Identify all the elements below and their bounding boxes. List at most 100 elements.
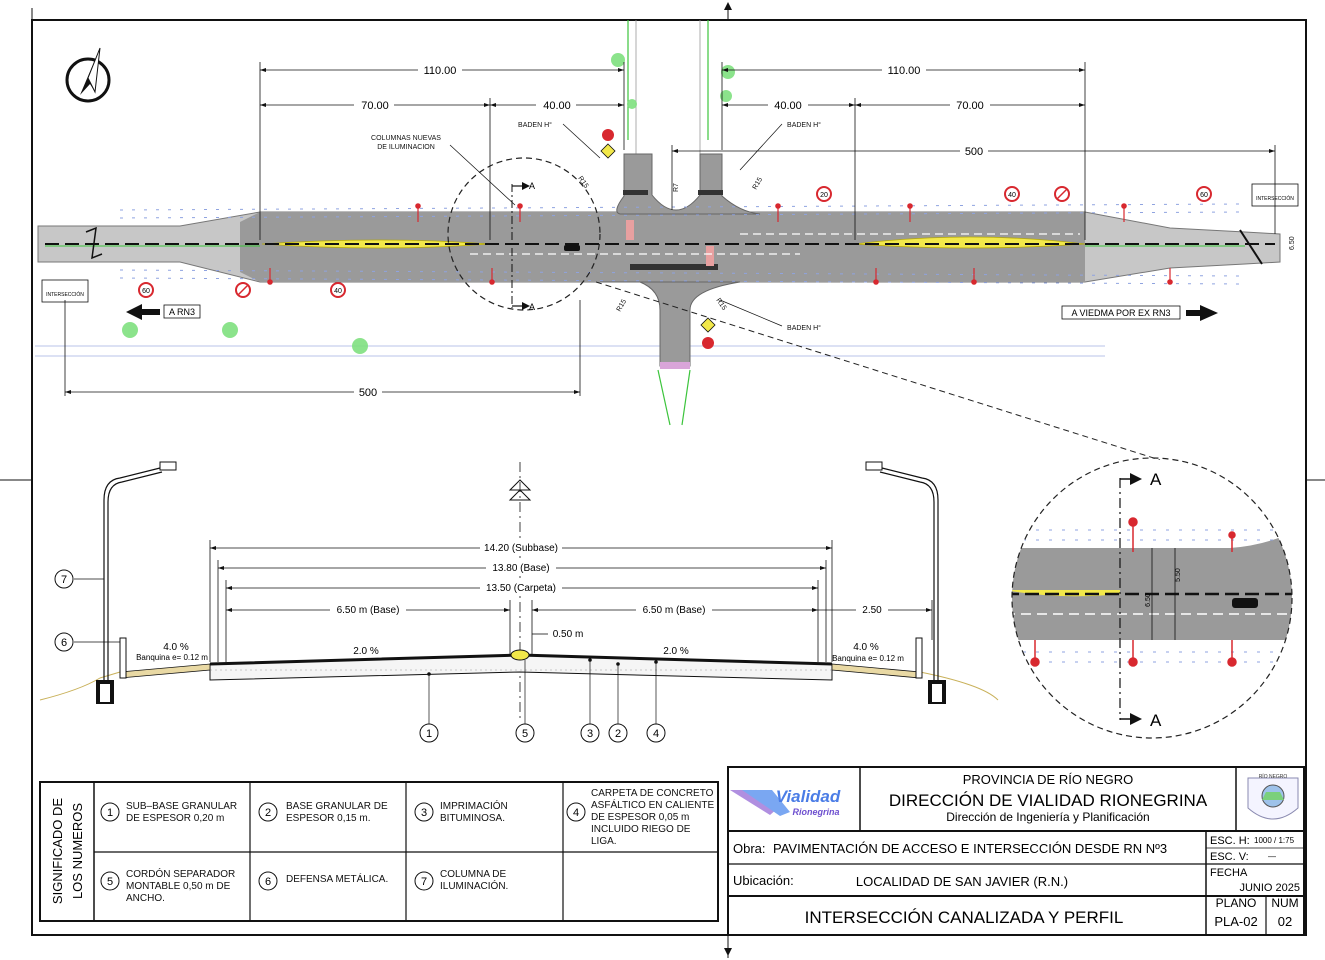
callout-2: 2 xyxy=(615,728,621,740)
dim-40-right: 40.00 xyxy=(774,100,802,112)
dim-carpeta: 13.50 (Carpeta) xyxy=(486,583,556,594)
label-baden-3: BADEN H° xyxy=(787,324,821,332)
legend-item-1: SUB–BASE GRANULAR DE ESPESOR 0,20 m xyxy=(126,801,238,824)
dim-500-right: 500 xyxy=(965,146,983,158)
legend-item-3: IMPRIMACIÓN BITUMINOSA. xyxy=(440,801,508,824)
tb-department: Dirección de Ingeniería y Planificación xyxy=(946,810,1149,824)
svg-text:RÍO NEGRO: RÍO NEGRO xyxy=(1259,773,1288,780)
svg-text:INTERSECCIÓN: INTERSECCIÓN xyxy=(46,291,84,298)
dim-500-left: 500 xyxy=(359,387,377,399)
label-width-650: 6.50 xyxy=(1289,236,1296,250)
svg-text:40: 40 xyxy=(334,288,342,295)
svg-text:Rionegrina: Rionegrina xyxy=(792,807,839,817)
vialidad-logo: Vialidad Rionegrina xyxy=(730,787,841,817)
plan-view: 60 40 20 40 60 INTERSECCIÓN xyxy=(35,20,1299,461)
callout-4: 4 xyxy=(653,728,659,740)
sign-speed-60-right: 60 xyxy=(1196,186,1212,202)
dim-base: 13.80 (Base) xyxy=(492,563,549,574)
detail-section-a-bottom: A xyxy=(1150,711,1162,730)
callout-7: 7 xyxy=(61,574,67,586)
sign-no-overtake-right xyxy=(1054,186,1070,202)
tb-num-label: NUM xyxy=(1271,896,1298,910)
svg-text:20: 20 xyxy=(820,192,828,199)
svg-text:3: 3 xyxy=(421,807,427,819)
detail-dim-550: 5.50 xyxy=(1175,568,1182,582)
banquina-left: Banquina e= 0.12 m xyxy=(136,653,208,662)
dim-70-left: 70.00 xyxy=(361,100,389,112)
label-columnas-2: DE ILUMINACION xyxy=(377,144,435,151)
tb-esc-v-value: — xyxy=(1268,852,1276,861)
tb-obra-value: PAVIMENTACIÓN DE ACCESO E INTERSECCIÓN D… xyxy=(773,841,1167,856)
legend-item-4: CARPETA DE CONCRETO ASFÁLTICO EN CALIENT… xyxy=(591,788,715,847)
legend-title-1: SIGNIFICADO DE xyxy=(50,798,65,905)
svg-text:A RN3: A RN3 xyxy=(169,307,195,317)
sign-stop-south xyxy=(700,317,716,349)
dim-median: 0.50 m xyxy=(553,629,584,640)
legend-item-2: BASE GRANULAR DE ESPESOR 0,15 m. xyxy=(286,801,388,824)
sign-speed-40-right: 40 xyxy=(1004,186,1020,202)
tb-esc-h-value: 1000 / 1:75 xyxy=(1254,836,1295,845)
tb-province: PROVINCIA DE RÍO NEGRO xyxy=(963,772,1133,787)
section-a-top: A xyxy=(529,181,535,191)
label-baden-2: BADEN H° xyxy=(787,121,821,129)
sign-no-overtake-left xyxy=(235,282,251,298)
legend-item-6: DEFENSA METÁLICA. xyxy=(286,874,389,885)
detail-callout-circle xyxy=(447,157,601,311)
legend-table xyxy=(39,781,719,922)
svg-text:Vialidad: Vialidad xyxy=(776,787,841,806)
detail-view: 6.50 5.50 A A xyxy=(1011,457,1293,739)
slope-left-lane: 2.0 % xyxy=(353,646,379,657)
province-seal-icon: RÍO NEGRO xyxy=(1247,773,1299,820)
legend-item-5: CORDÓN SEPARADOR MONTABLE 0,50 m DE ANCH… xyxy=(126,869,236,904)
tb-title: INTERSECCIÓN CANALIZADA Y PERFIL xyxy=(805,908,1124,927)
tb-fecha-label: FECHA xyxy=(1210,867,1248,879)
direction-arrow-left: A RN3 xyxy=(126,304,201,320)
callout-6: 6 xyxy=(61,637,67,649)
tb-esc-v-label: ESC. V: xyxy=(1210,851,1249,863)
callout-5: 5 xyxy=(522,728,528,740)
legend-title-2: LOS NUMEROS xyxy=(70,803,85,899)
direction-arrow-right: A VIEDMA POR EX RN3 xyxy=(1061,305,1218,321)
tb-direction: DIRECCIÓN DE VIALIDAD RIONEGRINA xyxy=(889,791,1208,810)
section-a-bottom: A xyxy=(529,302,535,312)
label-columnas-1: COLUMNAS NUEVAS xyxy=(371,135,441,142)
detail-section-a-top: A xyxy=(1150,470,1162,489)
tb-plano-label: PLANO xyxy=(1216,896,1257,910)
svg-text:40: 40 xyxy=(1008,192,1016,199)
callout-1: 1 xyxy=(426,728,432,740)
cross-section-profile: 14.20 (Subbase) 13.80 (Base) 13.50 (Carp… xyxy=(39,461,999,743)
dim-subbase: 14.20 (Subbase) xyxy=(484,543,558,554)
dim-70-right: 70.00 xyxy=(956,100,984,112)
svg-text:2: 2 xyxy=(265,807,271,819)
detail-dim-650: 6.50 xyxy=(1145,593,1152,607)
tb-ubic-label: Ubicación: xyxy=(733,873,794,888)
north-arrow-icon xyxy=(65,47,111,103)
tb-ubic-value: LOCALIDAD DE SAN JAVIER (R.N.) xyxy=(856,874,1068,889)
tb-fecha-value: JUNIO 2025 xyxy=(1239,882,1300,894)
dim-shoulder: 2.50 xyxy=(862,605,882,616)
slope-right-lane: 2.0 % xyxy=(663,646,689,657)
svg-text:7: 7 xyxy=(421,876,427,888)
svg-text:60: 60 xyxy=(142,288,150,295)
legend-item-7: COLUMNA DE ILUMINACIÓN. xyxy=(440,869,509,892)
dim-110-left: 110.00 xyxy=(424,65,457,77)
svg-text:5: 5 xyxy=(107,876,113,888)
label-r7: R7 xyxy=(673,183,680,192)
label-baden-1: BADEN H° xyxy=(518,121,552,129)
slope-left-shoulder: 4.0 % xyxy=(163,642,189,653)
svg-text:6: 6 xyxy=(265,876,271,888)
legend-numbers: 1 2 3 4 5 6 7 SIGNIFICADO DE LOS NUMEROS xyxy=(50,798,586,905)
axis-marker-icon xyxy=(508,479,532,501)
dim-half-left: 6.50 m (Base) xyxy=(337,605,400,616)
tb-num-value: 02 xyxy=(1278,914,1292,929)
sign-speed-60-left: 60 xyxy=(138,282,154,298)
svg-text:A VIEDMA POR EX RN3: A VIEDMA POR EX RN3 xyxy=(1071,308,1170,318)
sign-stop-north xyxy=(600,129,616,159)
outer-frame xyxy=(31,19,1307,936)
tb-esc-h-label: ESC. H: xyxy=(1210,835,1250,847)
slope-right-shoulder: 4.0 % xyxy=(853,642,879,653)
sign-intersection-left: INTERSECCIÓN xyxy=(41,279,89,303)
svg-text:60: 60 xyxy=(1200,192,1208,199)
dim-half-right: 6.50 m (Base) xyxy=(643,605,706,616)
